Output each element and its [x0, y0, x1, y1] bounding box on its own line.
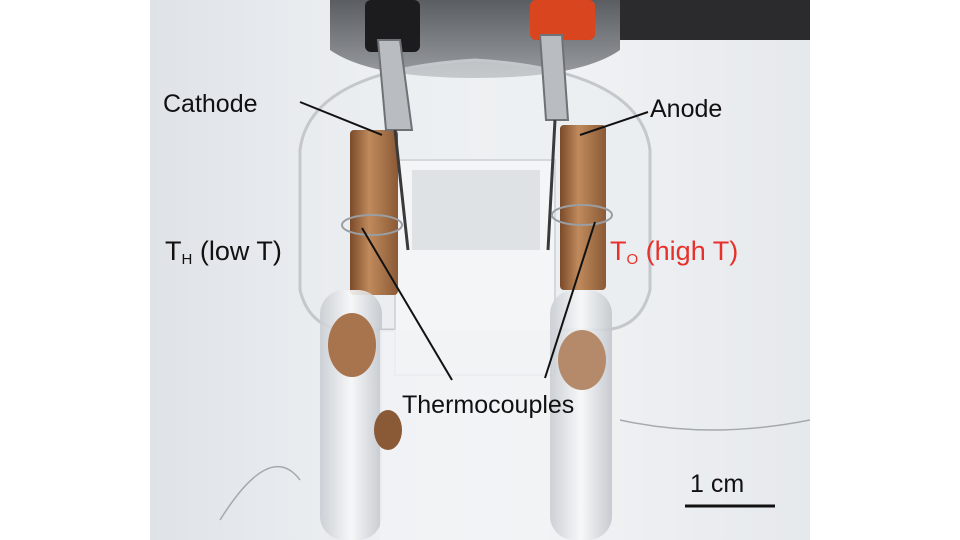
copper-electrode-right [560, 125, 606, 290]
leader-thermocouple-right [544, 221, 596, 379]
scale-bar-label: 1 cm [690, 470, 745, 498]
thermocouple-loop-right [551, 204, 613, 226]
th-main: T [165, 236, 182, 266]
thermocouple-loop-left [341, 214, 403, 236]
red-clip-right [530, 0, 595, 40]
thermocouples-label: Thermocouples [402, 391, 575, 419]
thermocouple-wire-right [619, 419, 810, 431]
copper-tip-left-lower [374, 410, 402, 450]
clip-wire-right [546, 119, 557, 251]
to-rest: (high T) [638, 236, 739, 266]
cell-window [412, 170, 540, 250]
glass-tube-front [380, 330, 550, 540]
cathode-label: Cathode [163, 90, 258, 118]
dark-block [620, 0, 810, 40]
to-high-t-label: TO (high T) [610, 236, 739, 268]
copper-tip-left [328, 313, 376, 377]
copper-tip-right [558, 330, 606, 390]
anode-label: Anode [650, 95, 723, 123]
clip-wire-left [393, 129, 410, 251]
to-main: T [610, 236, 627, 266]
to-subscript: O [626, 251, 639, 268]
clip-jaw-right [538, 34, 570, 121]
th-rest: (low T) [192, 236, 282, 266]
leader-cathode [299, 101, 383, 136]
copper-electrode-left [350, 130, 398, 295]
th-subscript: H [181, 251, 193, 268]
clip-jaw-left [376, 39, 414, 131]
electrochemical-cell-photo [150, 0, 810, 540]
leader-anode [579, 111, 649, 136]
leader-thermocouple-left [361, 227, 453, 381]
th-low-t-label: TH (low T) [165, 236, 282, 268]
thermocouple-wire-left [219, 465, 301, 521]
